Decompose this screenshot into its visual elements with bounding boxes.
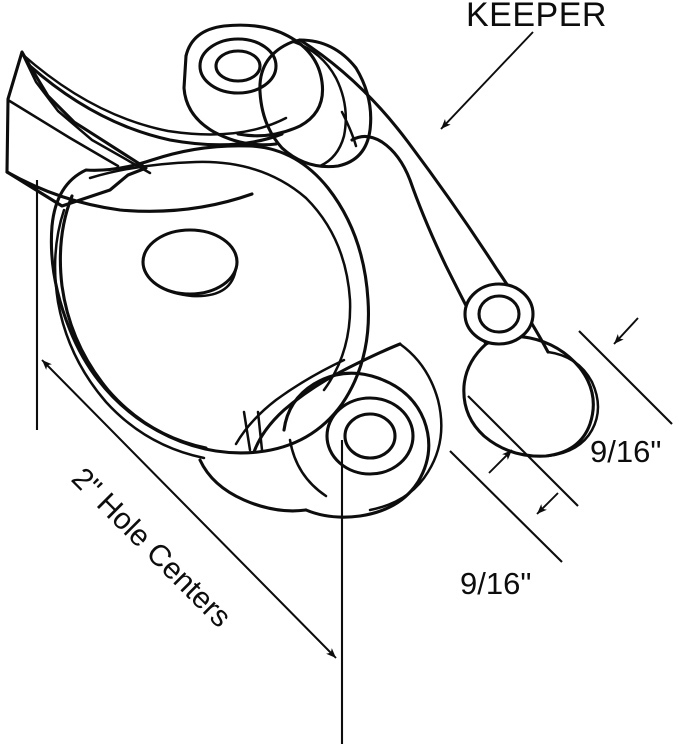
arrow-9-16-lower-up — [488, 449, 513, 474]
ext-line-9-16-upper — [578, 330, 673, 425]
dim-label-9-16-lower: 9/16" — [460, 566, 531, 601]
center-pivot-hole-outer — [141, 228, 239, 296]
dim-label-9-16-upper: 9/16" — [590, 434, 661, 469]
lock-body-hub — [49, 144, 370, 460]
keeper-leader-arrow — [440, 31, 534, 130]
mounting-hole-bottom-inner — [343, 412, 397, 460]
keeper-label: KEEPER — [466, 0, 607, 34]
ext-line-9-16-lower-a — [467, 395, 579, 507]
arrow-9-16-lower-down — [536, 492, 559, 515]
mounting-hole-right-inner — [477, 294, 521, 334]
mounting-hole-top-inner — [214, 49, 262, 83]
left-flat-tab — [5, 50, 152, 208]
part-geometry — [5, 23, 600, 519]
ext-line-9-16-lower-b — [449, 450, 563, 563]
text-labels: KEEPER 2" Hole Centers 9/16" 9/16" — [65, 0, 661, 634]
arrow-9-16-upper — [613, 317, 639, 345]
mounting-ear-right — [462, 282, 600, 458]
hole-centers-label: 2" Hole Centers — [65, 462, 237, 634]
lower-web — [198, 342, 402, 513]
hole-centers-dim-line-b — [45, 363, 337, 659]
annotation-layer — [35, 31, 673, 744]
keeper-cam-lever — [258, 38, 373, 169]
mounting-boss-top — [182, 23, 325, 147]
mounting-ear-bottom — [282, 342, 443, 519]
